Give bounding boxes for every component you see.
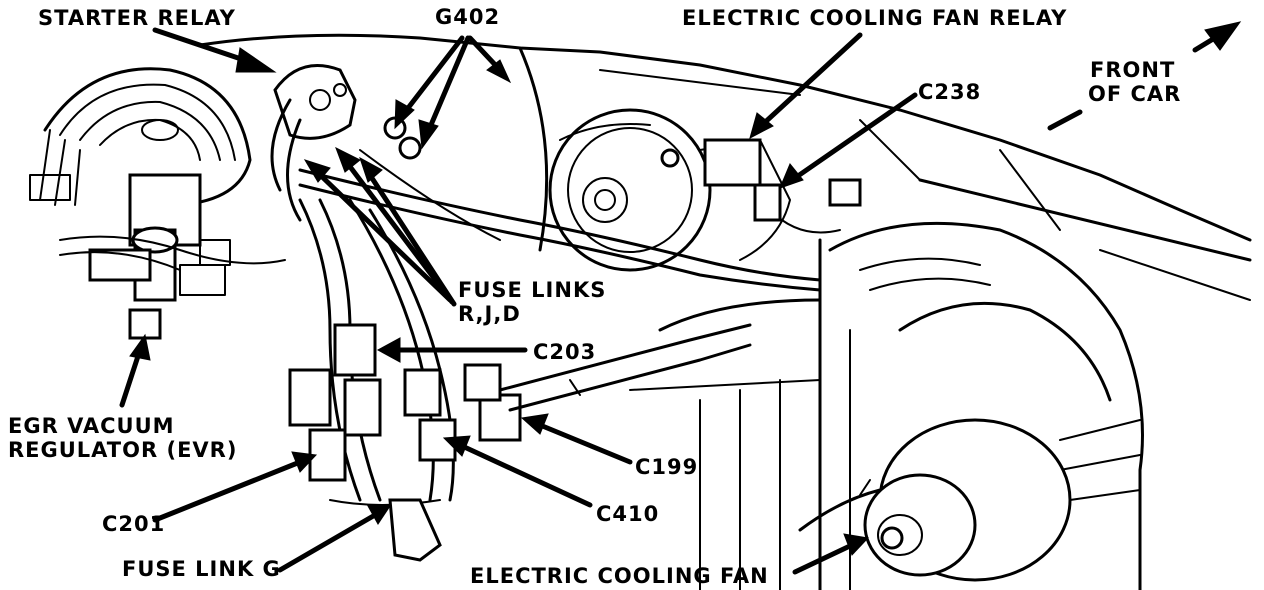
label-electric-cooling-fan: ELECTRIC COOLING FAN [470,564,769,588]
label-fuse-links-line2: R,J,D [458,302,521,326]
callout-arrows [119,21,1242,575]
air-cleaner-area [29,67,286,340]
label-fuse-links-line1: FUSE LINKS [458,278,607,302]
label-c238: C238 [918,80,982,104]
label-front-line1: FRONT [1090,58,1176,82]
label-egr-vacuum-regulator: EGR VACUUM REGULATOR (EVR) [8,414,237,462]
connector-c201-body [288,368,332,427]
label-egr-line1: EGR VACUUM [8,414,175,438]
connector-c238-body [753,183,782,222]
ground-g402-b [398,136,422,160]
label-electric-cooling-fan-relay: ELECTRIC COOLING FAN RELAY [682,6,1068,30]
fuse-link-g-body [388,498,442,562]
fan-relay-body [703,138,762,187]
label-g402: G402 [435,5,501,29]
label-starter-relay: STARTER RELAY [38,6,236,30]
label-front-of-car: FRONT OF CAR [1088,58,1181,106]
label-c203: C203 [533,340,597,364]
starter-relay-shape [270,64,357,222]
label-c410: C410 [596,502,660,526]
connector-c203-body [333,323,377,377]
fender-outline [198,33,1252,590]
cooling-fan-motor [798,418,1072,582]
label-fuse-link-g: FUSE LINK G [122,557,281,581]
label-egr-line2: REGULATOR (EVR) [8,438,238,462]
brake-booster [548,108,712,272]
label-front-line2: OF CAR [1088,82,1182,106]
connector-c199-body [478,393,522,442]
label-c201: C201 [102,512,166,536]
label-c199: C199 [635,455,699,479]
cross-bar [498,323,752,412]
label-fuse-links-rjd: FUSE LINKS R,J,D [458,278,606,326]
